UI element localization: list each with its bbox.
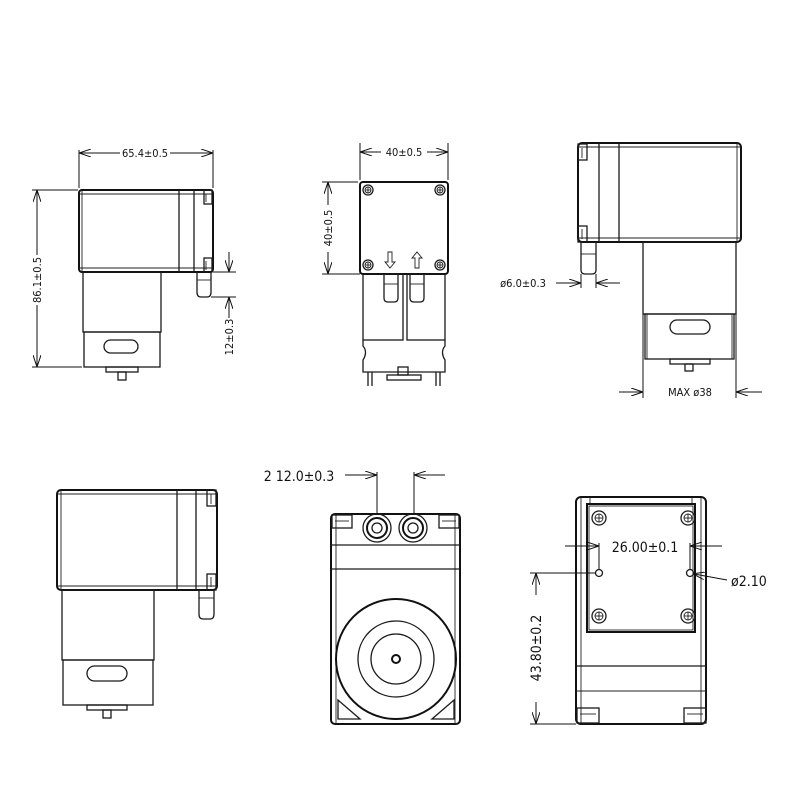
screw-icon [434,259,446,271]
dim-depth-label: 40±0.5 [322,210,335,247]
mounting-hole-icon [685,568,695,578]
dim-nozzle-diameter-label: ø6.0±0.3 [500,277,546,290]
dim-length-label: 65.4±0.5 [122,147,168,160]
screw-icon [434,184,446,196]
port-icon [398,513,428,543]
dim-port-spacing-label: 2 12.0±0.3 [264,469,335,485]
back-view: 26.00±0.1 ø2.10 43.80±0.2 [529,496,767,725]
port-icon [362,513,392,543]
screw-icon [680,608,696,624]
dim-motor-diameter-label: MAX ø38 [668,386,712,399]
dim-hole-spacing-label: 26.00±0.1 [612,540,679,556]
front-view: 2 12.0±0.3 [264,469,461,725]
screw-icon [362,184,374,196]
screw-icon [362,259,374,271]
dim-hole-diameter-label: ø2.10 [731,574,767,590]
mounting-hole-icon [594,568,604,578]
side-view-bottom-left [56,489,218,719]
arrow-up-icon [411,251,423,269]
screw-icon [591,510,607,526]
dim-hole-height-label: 43.80±0.2 [529,615,545,682]
dim-width-label: 40±0.5 [386,146,423,159]
top-view: 40±0.5 40±0.5 [322,143,449,386]
dim-height-label: 86.1±0.5 [31,257,44,303]
side-view-right: ø6.0±0.3 MAX ø38 [500,142,762,399]
arrow-down-icon [384,251,396,269]
dim-nozzle-offset-label: 12±0.3 [223,319,236,356]
screw-icon [591,608,607,624]
screw-icon [680,510,696,526]
side-view-left: 65.4±0.5 86.1±0.5 12±0.3 [31,147,236,381]
